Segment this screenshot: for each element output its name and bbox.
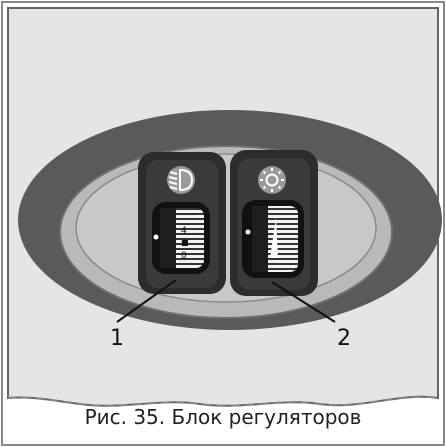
panel-brightness-icon [258, 166, 286, 194]
left-dial-dot [153, 234, 159, 240]
headlight-range-icon [167, 166, 195, 194]
dial-mark-0: 0 [181, 251, 187, 261]
headlight-range-regulator[interactable]: 4 ■ 0 [138, 152, 226, 294]
callout-2: 2 [337, 326, 351, 351]
figure-caption: Рис. 35. Блок регуляторов [84, 405, 362, 429]
left-dial-edge [160, 208, 176, 268]
leader-line-2 [271, 281, 336, 323]
dial-mark-4: 4 [181, 226, 187, 236]
right-dial-wedge [270, 218, 278, 258]
dial-mark-square: ■ [181, 238, 189, 247]
right-dial-dot [245, 229, 251, 235]
right-dial-edge [252, 206, 268, 272]
callout-1: 1 [110, 326, 124, 351]
leader-line-1 [116, 279, 177, 323]
cut-line [7, 395, 439, 407]
panel-brightness-regulator[interactable] [230, 150, 318, 296]
